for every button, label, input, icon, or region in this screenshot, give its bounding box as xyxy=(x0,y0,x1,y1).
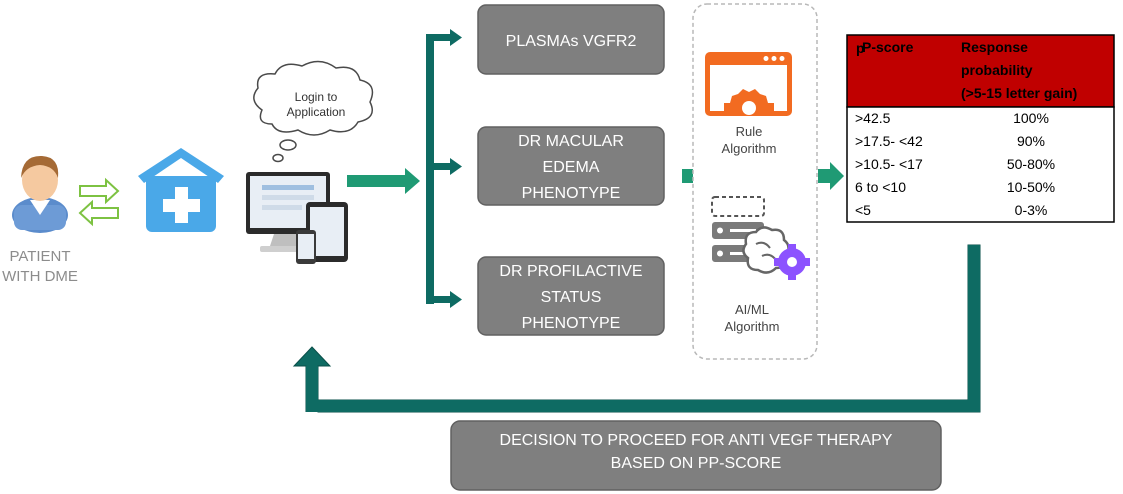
phenotype-profilactive-line1: DR PROFILACTIVE xyxy=(499,263,642,280)
patient-label-line1: PATIENT xyxy=(9,248,70,265)
thought-cloud-icon xyxy=(253,60,374,163)
table-header-response-line1: Response xyxy=(961,39,1028,55)
phenotype-profilactive-line3: PHENOTYPE xyxy=(522,315,621,332)
arrow-to-table-icon xyxy=(818,162,844,190)
rule-algorithm-line2: Algorithm xyxy=(722,141,777,156)
table-header-subscript: p xyxy=(856,40,865,56)
table-row-probability: 0-3% xyxy=(1015,202,1048,218)
exchange-arrows-icon xyxy=(78,177,120,227)
decision-line2: BASED ON PP-SCORE xyxy=(611,455,782,472)
phenotype-profilactive-line2: STATUS xyxy=(541,289,602,306)
phenotype-macular-line2: EDEMA xyxy=(543,159,600,176)
cloud-label-line2: Application xyxy=(287,105,346,119)
phenotype-plasma-label: PLASMAs VGFR2 xyxy=(506,33,637,50)
phenotype-box-plasma xyxy=(477,4,665,75)
table-row-probability: 50-80% xyxy=(1007,156,1055,172)
hospital-icon xyxy=(138,148,224,232)
table-row-probability: 90% xyxy=(1017,133,1045,149)
rule-algorithm-icon xyxy=(705,52,792,116)
table-row-score: >17.5- <42 xyxy=(855,133,923,149)
phenotype-box-macular-edema xyxy=(477,126,665,206)
phenotype-macular-line1: DR MACULAR xyxy=(518,133,624,150)
table-row-score: >42.5 xyxy=(855,110,891,126)
rule-algorithm-line1: Rule xyxy=(736,124,763,139)
aiml-algorithm-icon xyxy=(711,196,810,280)
table-header-pscore: P-score xyxy=(862,39,914,55)
table-row-probability: 10-50% xyxy=(1007,179,1055,195)
decision-box xyxy=(450,420,942,491)
table-row-probability: 100% xyxy=(1013,110,1049,126)
patient-label-line2: WITH DME xyxy=(2,268,78,285)
branch-connector-icon xyxy=(426,29,462,308)
pp-score-table xyxy=(846,34,1115,223)
aiml-algorithm-line2: Algorithm xyxy=(725,319,780,334)
phenotype-box-profilactive xyxy=(477,256,665,336)
cloud-label-line1: Login to xyxy=(295,90,338,104)
devices-icon xyxy=(246,172,348,264)
phenotype-macular-line3: PHENOTYPE xyxy=(522,185,621,202)
table-row-score: 6 to <10 xyxy=(855,179,906,195)
feedback-loop-arrow-icon xyxy=(292,244,981,413)
patient-avatar-icon xyxy=(12,155,68,233)
table-header-response-line3: (>5-15 letter gain) xyxy=(961,85,1077,101)
aiml-algorithm-line1: AI/ML xyxy=(735,302,769,317)
table-row-score: >10.5- <17 xyxy=(855,156,923,172)
table-header-response-line2: probability xyxy=(961,62,1033,78)
table-row-score: <5 xyxy=(855,202,871,218)
decision-line1: DECISION TO PROCEED FOR ANTI VEGF THERAP… xyxy=(500,432,893,449)
arrow-to-branch-icon xyxy=(347,168,420,194)
